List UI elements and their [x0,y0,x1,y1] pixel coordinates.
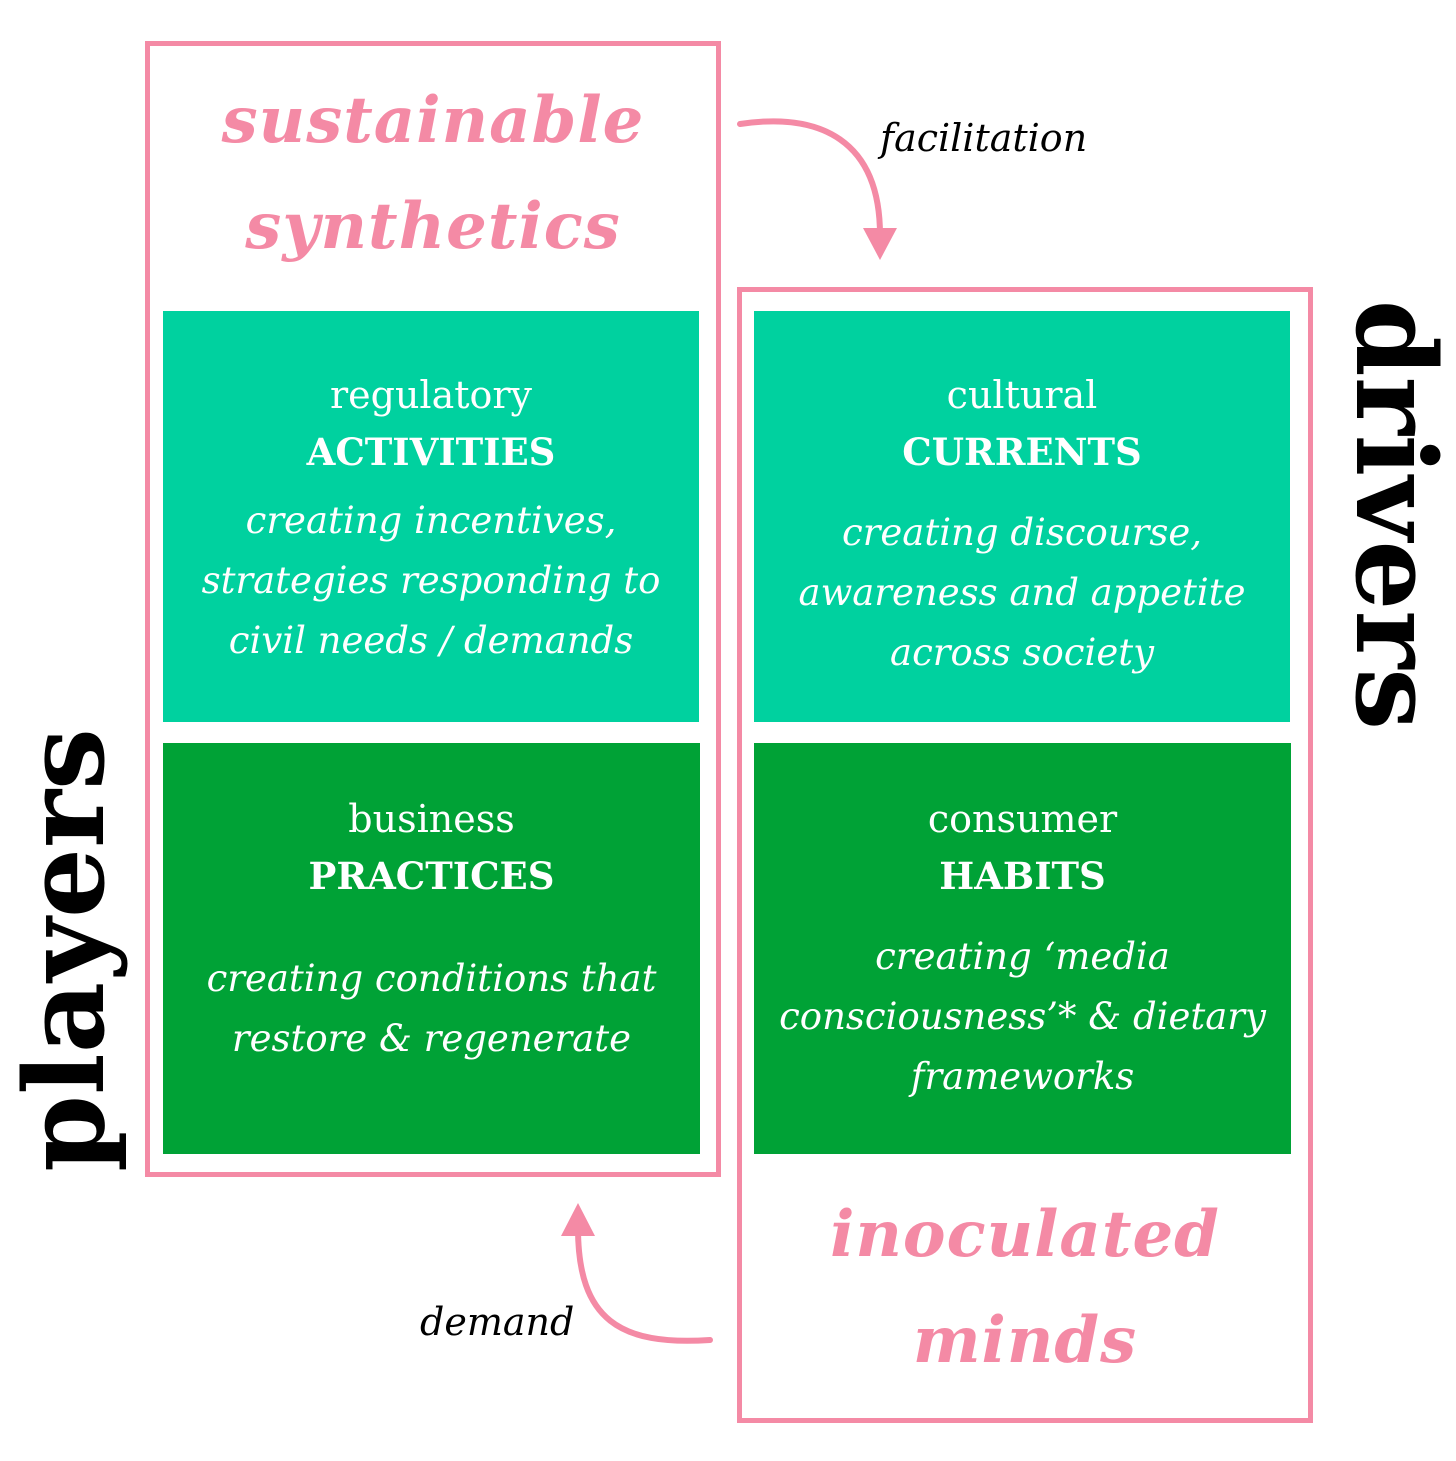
desc-line: frameworks [910,1055,1135,1098]
title-line: synthetics [245,189,621,264]
box-headline: ACTIVITIES [306,430,556,474]
box-kicker: consumer [927,797,1118,841]
facilitation-label: facilitation [880,116,1088,160]
desc-line: creating ‘media [875,935,1170,978]
inoculated-minds-title: inoculated minds [742,1182,1308,1394]
box-kicker: regulatory [329,373,533,417]
desc-line: consciousness’* & dietary [779,995,1266,1038]
box-kicker: cultural [946,373,1098,417]
box-description: creating discourse, awareness and appeti… [754,503,1290,683]
box-headline: CURRENTS [902,430,1142,474]
box-kicker: business [348,797,515,841]
box-headline: PRACTICES [308,854,555,898]
demand-label: demand [420,1300,575,1344]
desc-line: across society [890,631,1154,674]
desc-line: strategies responding to [201,559,661,602]
title-line: sustainable [221,83,645,158]
drivers-frame [737,287,1313,1423]
facilitation-arrow-icon [737,118,897,260]
box-description: creating incentives, strategies respondi… [163,491,699,671]
demand-arrow-icon [561,1203,713,1344]
desc-line: awareness and appetite [798,571,1246,614]
business-practices-box: business PRACTICES creating conditions t… [163,743,700,1154]
desc-line: restore & regenerate [231,1017,632,1060]
box-headline: HABITS [939,854,1106,898]
desc-line: creating discourse, [841,511,1202,554]
players-frame [145,41,721,1177]
desc-line: civil needs / demands [228,619,634,662]
title-line: minds [912,1303,1138,1378]
cultural-currents-box: cultural CURRENTS creating discourse, aw… [754,311,1290,722]
desc-line: creating incentives, [245,499,617,542]
box-description: creating conditions that restore & regen… [163,949,700,1069]
desc-line: creating conditions that [206,957,657,1000]
box-description: creating ‘media consciousness’* & dietar… [754,927,1291,1107]
consumer-habits-box: consumer HABITS creating ‘media consciou… [754,743,1291,1154]
sustainable-synthetics-title: sustainable synthetics [150,68,716,280]
title-line: inoculated [830,1197,1220,1272]
regulatory-activities-box: regulatory ACTIVITIES creating incentive… [163,311,699,722]
